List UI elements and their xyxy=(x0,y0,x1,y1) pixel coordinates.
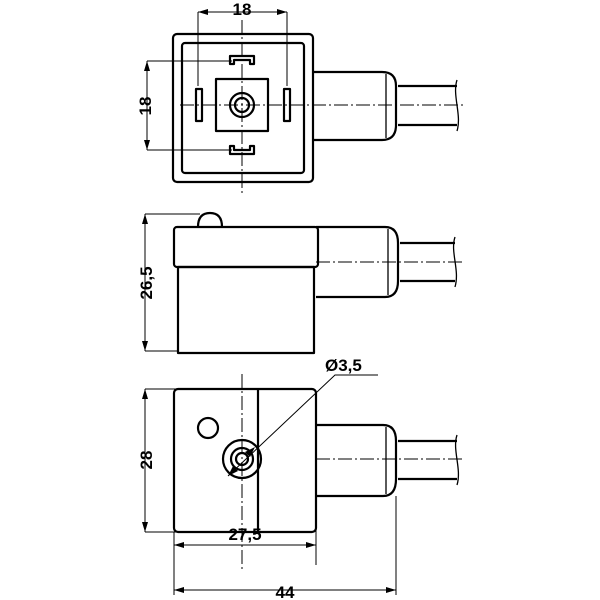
front-view-housing xyxy=(172,387,318,534)
front-view-cable xyxy=(398,439,457,481)
side-view-strain-relief xyxy=(316,225,400,299)
top-view-housing-outer xyxy=(171,32,315,184)
side-view-cable-break xyxy=(452,236,458,288)
front-view: Ø3,5 28 27,5 44 xyxy=(137,356,465,600)
front-view-cable-break xyxy=(454,434,460,486)
top-view-strain-relief xyxy=(312,70,398,142)
dim-top-height: 18 xyxy=(136,97,155,116)
dim-top-width: 18 xyxy=(233,0,252,19)
top-view-ground-contact-top xyxy=(228,54,256,66)
front-view-strain-relief xyxy=(316,423,398,498)
dim-front-width: 27,5 xyxy=(228,525,261,544)
dim-hole-diameter: Ø3,5 xyxy=(325,356,362,375)
side-view-screw-head xyxy=(196,211,224,228)
dim-side-height: 26,5 xyxy=(137,266,156,299)
dim-front-height: 28 xyxy=(137,451,156,470)
top-view-cable xyxy=(398,84,457,127)
front-view-small-hole xyxy=(196,416,220,440)
side-view: 26,5 xyxy=(137,211,462,355)
top-view-housing-inner xyxy=(180,41,306,175)
side-view-cable xyxy=(400,241,455,283)
top-view-ground-contact-bottom xyxy=(228,144,256,156)
side-view-body xyxy=(176,265,316,355)
top-view: 18 18 xyxy=(136,0,465,195)
side-view-cap xyxy=(172,225,320,269)
dim-overall-length: 44 xyxy=(276,583,295,600)
